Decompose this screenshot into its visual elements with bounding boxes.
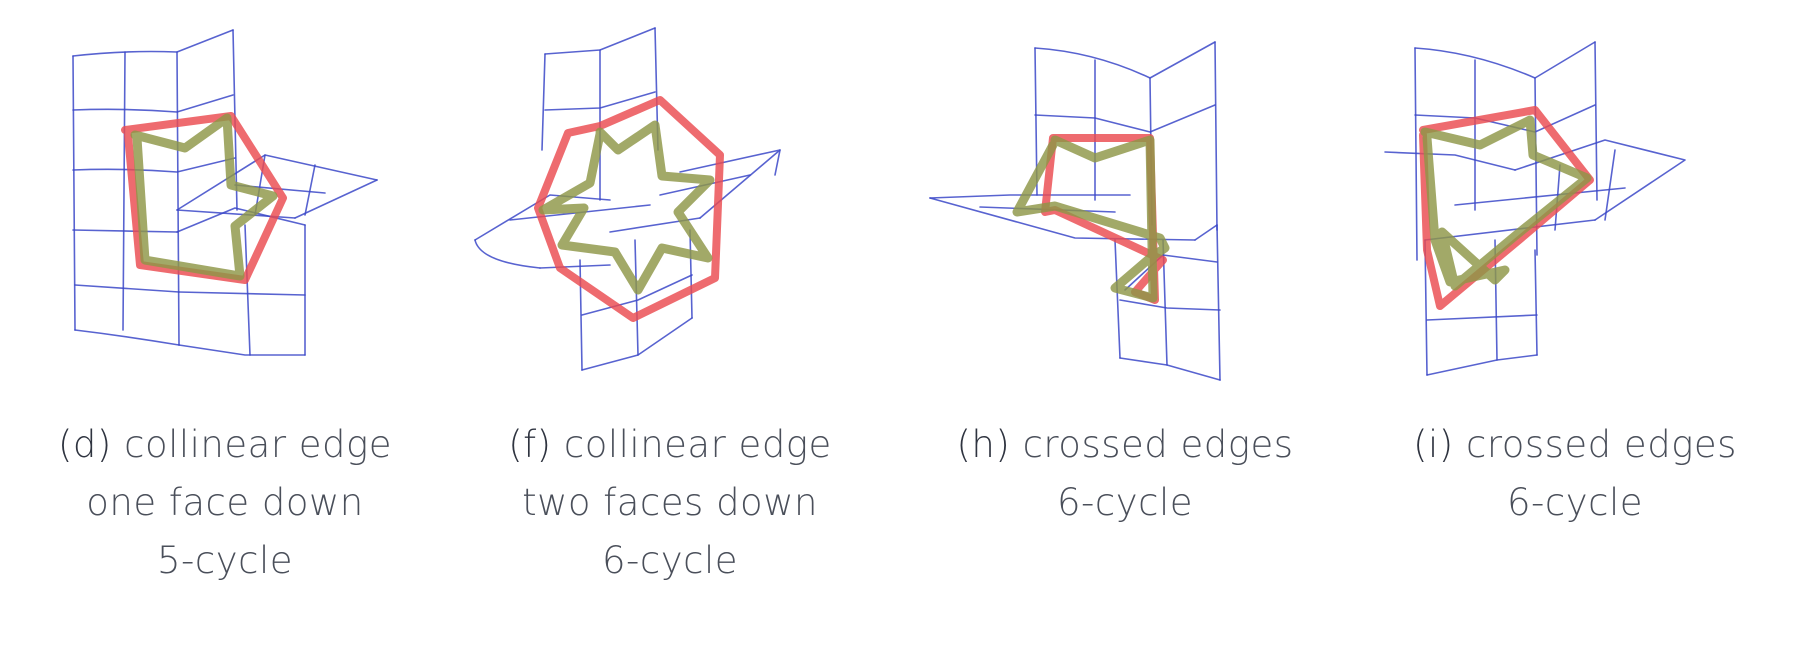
- caption-line2-h: 6-cycle: [1056, 481, 1194, 524]
- caption-f: (f) collinear edge two faces down 6-cycl…: [450, 416, 890, 590]
- caption-line3-f: 6-cycle: [601, 539, 739, 582]
- panel-h: (h) crossed edges 6-cycle: [905, 0, 1345, 663]
- red-cycle-d: [121, 112, 287, 284]
- caption-i: (i) crossed edges 6-cycle: [1355, 416, 1795, 532]
- caption-line3-d: 5-cycle: [156, 539, 294, 582]
- sketch-f: [474, 27, 781, 371]
- caption-line2-i: 6-cycle: [1506, 481, 1644, 524]
- olive-cycle-i: [1420, 115, 1592, 291]
- caption-line1-h: crossed edges: [1022, 423, 1294, 466]
- caption-letter-f: (f): [508, 423, 552, 466]
- caption-letter-i: (i): [1413, 423, 1454, 466]
- caption-letter-d: (d): [57, 423, 112, 466]
- olive-cycle-d: [130, 113, 278, 281]
- panel-f: (f) collinear edge two faces down 6-cycl…: [450, 0, 890, 663]
- caption-line2-d: one face down: [86, 481, 364, 524]
- caption-line1-f: collinear edge: [563, 423, 832, 466]
- olive-cycle-h: [1012, 135, 1170, 303]
- sketch-d: [72, 29, 378, 356]
- sketch-i: [1384, 41, 1686, 376]
- grid-i: [1384, 41, 1686, 376]
- red-cycle-i: [1419, 106, 1594, 310]
- grid-d: [72, 29, 378, 356]
- caption-line2-f: two faces down: [522, 481, 818, 524]
- caption-line1-d: collinear edge: [124, 423, 393, 466]
- caption-h: (h) crossed edges 6-cycle: [905, 416, 1345, 532]
- panel-d: (d) collinear edge one face down 5-cycle: [5, 0, 445, 663]
- red-cycle-f: [534, 96, 724, 322]
- panel-i: (i) crossed edges 6-cycle: [1355, 0, 1795, 663]
- sketch-h: [929, 41, 1221, 381]
- caption-letter-h: (h): [956, 423, 1011, 466]
- caption-d: (d) collinear edge one face down 5-cycle: [5, 416, 445, 590]
- caption-line1-i: crossed edges: [1465, 423, 1737, 466]
- olive-cycle-f: [538, 120, 715, 295]
